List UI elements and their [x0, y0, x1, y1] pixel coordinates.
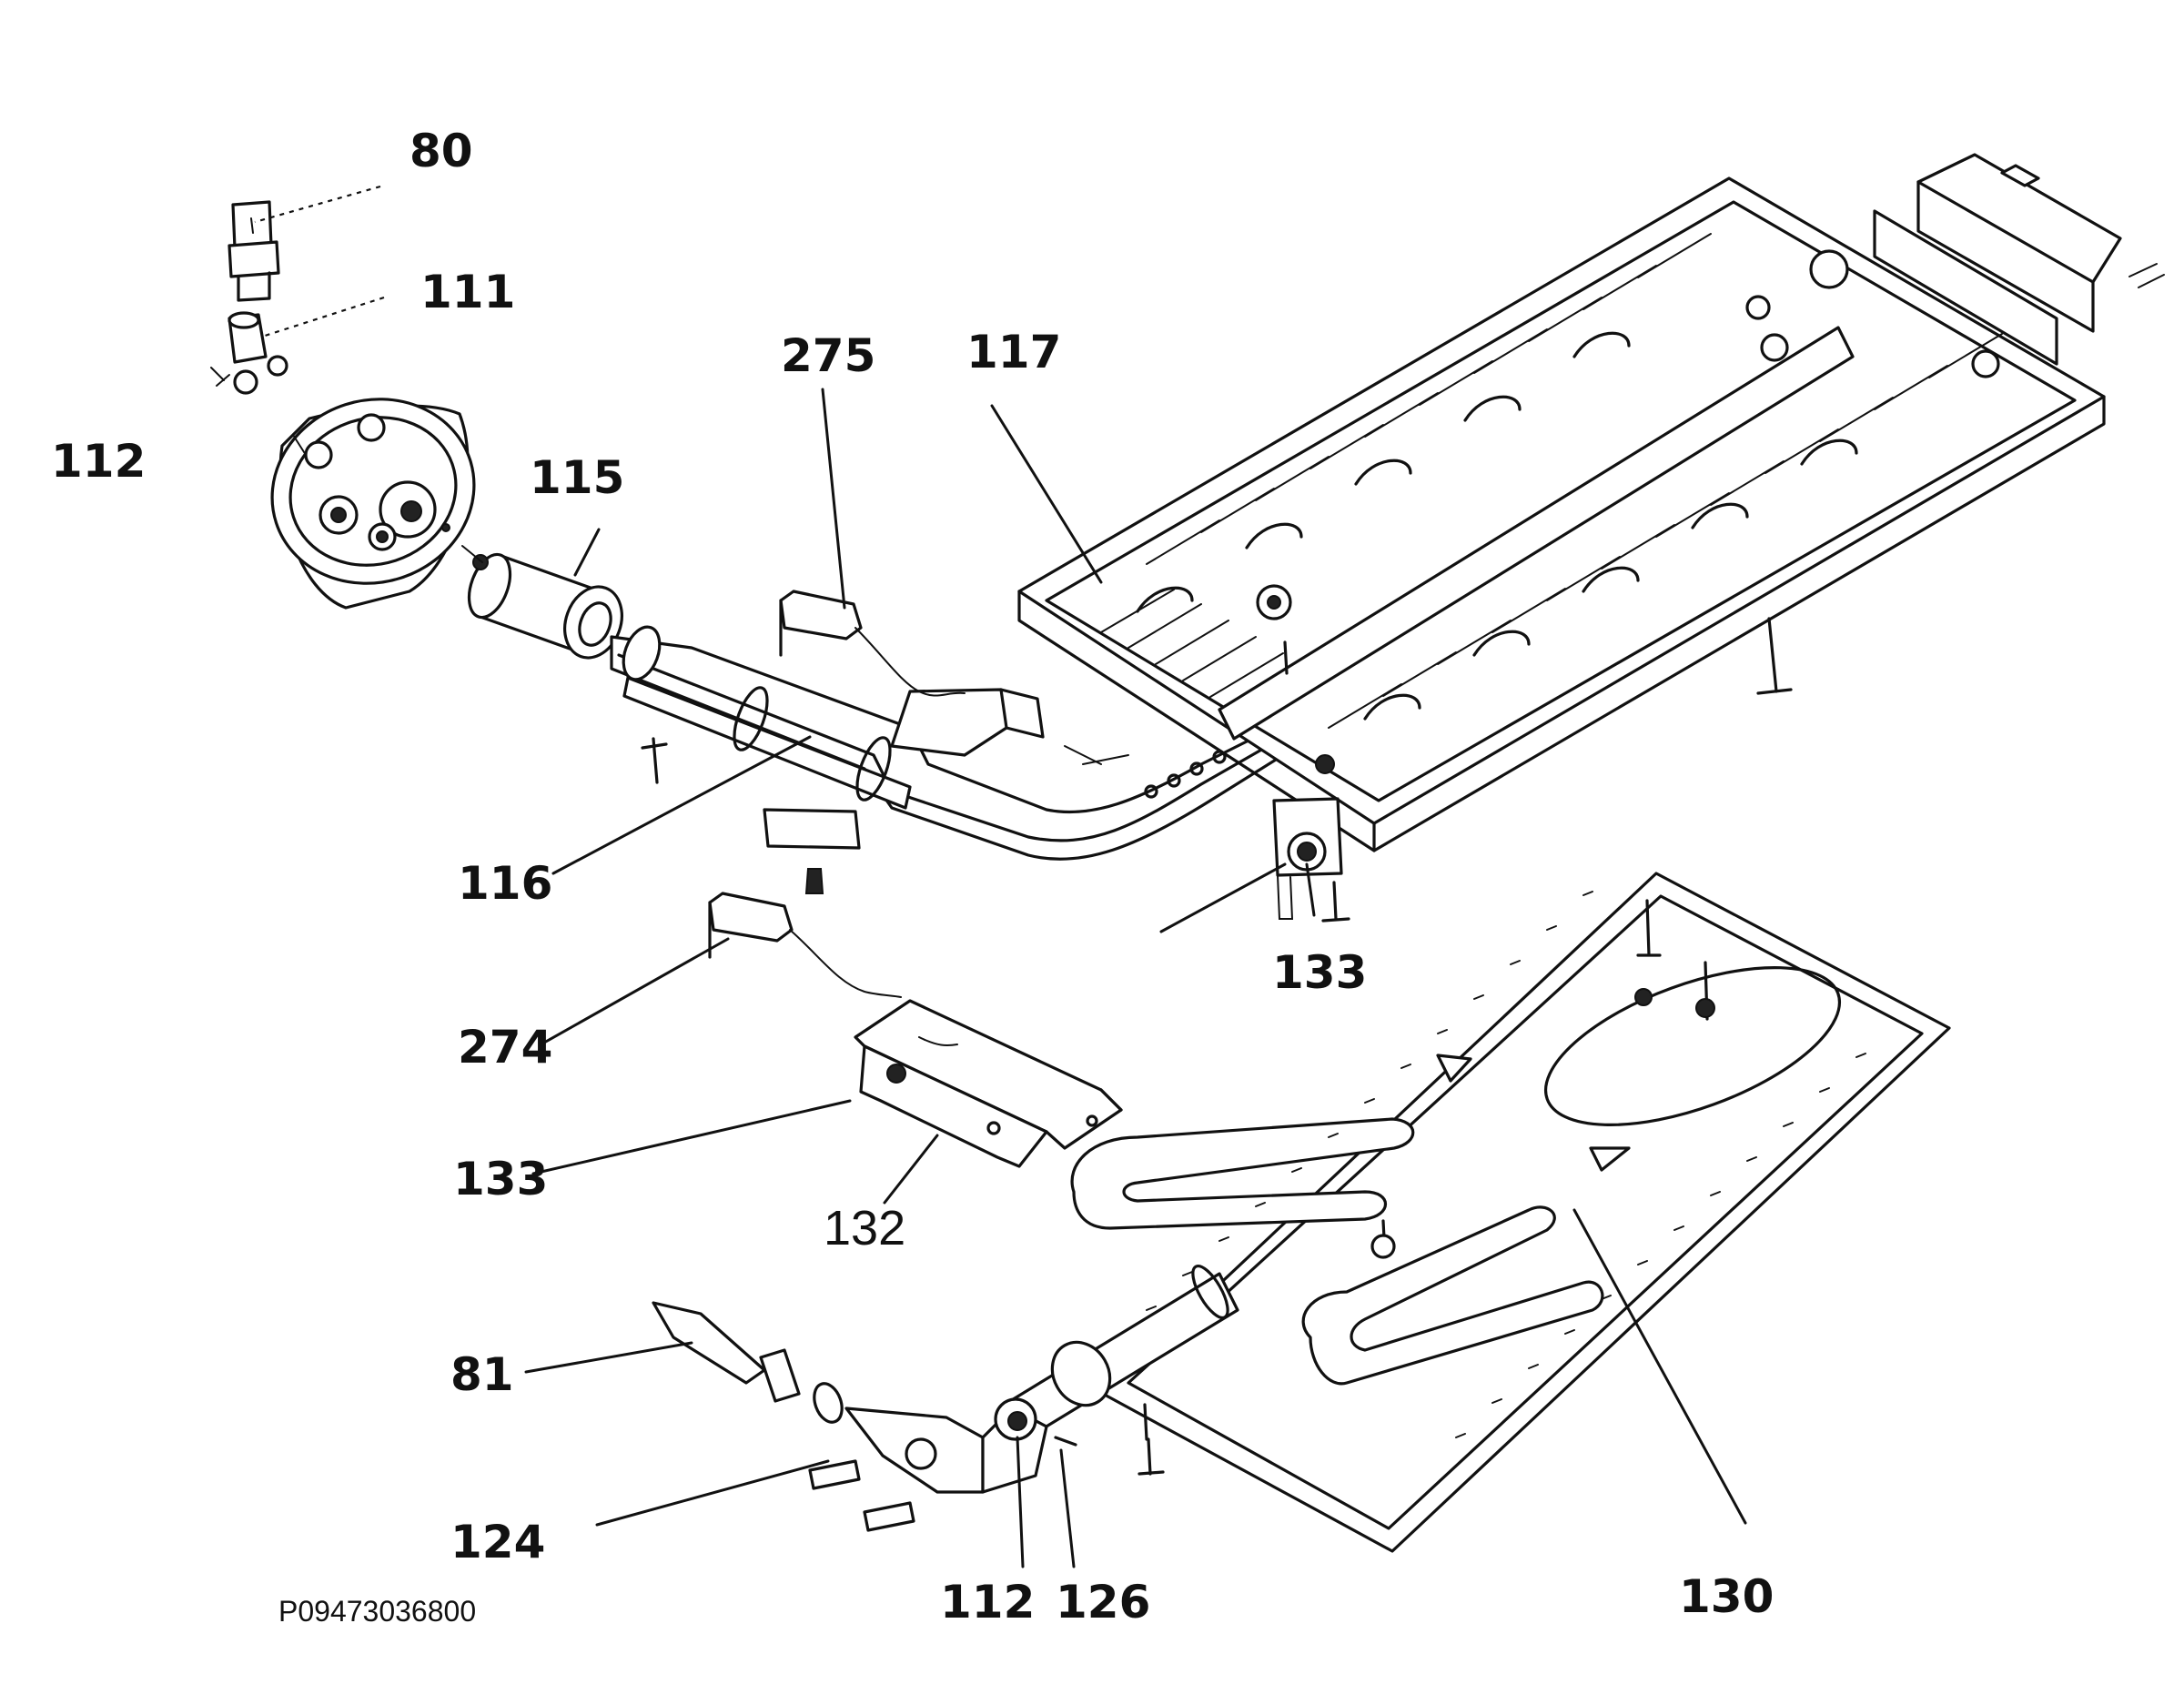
- leader-133-lower: [531, 1099, 852, 1175]
- callout-133-upper: 133: [1272, 946, 1367, 999]
- leader-117: [990, 404, 1103, 584]
- callout-117: 117: [966, 326, 1061, 378]
- callout-112-lower: 112: [940, 1576, 1035, 1628]
- part-132-lower-bracket: [854, 999, 1123, 1168]
- leader-274: [542, 937, 730, 1044]
- callout-111: 111: [420, 266, 515, 318]
- leader-133-upper-b: [1159, 862, 1287, 933]
- part-80-connector: [228, 200, 280, 302]
- part-117-upper-burner-grid: [1017, 153, 2165, 852]
- part-130-lower-burner: [1008, 872, 1951, 1553]
- leader-124: [595, 1459, 830, 1527]
- callout-124: 124: [450, 1516, 545, 1568]
- leader-133-upper: [1305, 862, 1316, 917]
- callout-115: 115: [530, 451, 624, 504]
- leader-115: [573, 528, 601, 577]
- leader-112-lower: [1016, 1436, 1025, 1568]
- leader-111: [261, 296, 385, 338]
- callout-116: 116: [458, 857, 552, 910]
- leader-275: [821, 388, 846, 610]
- part-112-valve-housing: [270, 398, 476, 610]
- callout-126: 126: [1056, 1576, 1150, 1628]
- callout-112-upper: 112: [51, 435, 146, 488]
- part-111-fitting: [210, 311, 288, 395]
- leader-81: [524, 1341, 693, 1374]
- leader-132: [883, 1134, 939, 1205]
- callout-80: 80: [410, 125, 473, 177]
- part-274-lower-electrode: [708, 892, 902, 998]
- callout-132: 132: [824, 1201, 905, 1255]
- leader-80: [254, 185, 381, 224]
- callout-133-lower: 133: [453, 1153, 548, 1205]
- callout-81: 81: [450, 1348, 514, 1401]
- drawing-code: P09473036800: [278, 1595, 476, 1628]
- part-275-electrode: [779, 590, 966, 697]
- part-115-orifice-tube: [461, 545, 623, 660]
- part-81-lower-fitting: [652, 1301, 1165, 1532]
- callout-labels: 80 111 112 115 275 117 116 133 274 133 1…: [51, 125, 1774, 1628]
- leader-130: [1572, 1208, 1747, 1525]
- callout-275: 275: [781, 329, 875, 382]
- part-133-upper-bracket: [1272, 797, 1350, 923]
- leader-116: [551, 735, 812, 875]
- callout-130: 130: [1679, 1570, 1774, 1623]
- leader-lines: [254, 185, 1747, 1568]
- leader-126: [1059, 1448, 1076, 1568]
- callout-274: 274: [458, 1021, 552, 1074]
